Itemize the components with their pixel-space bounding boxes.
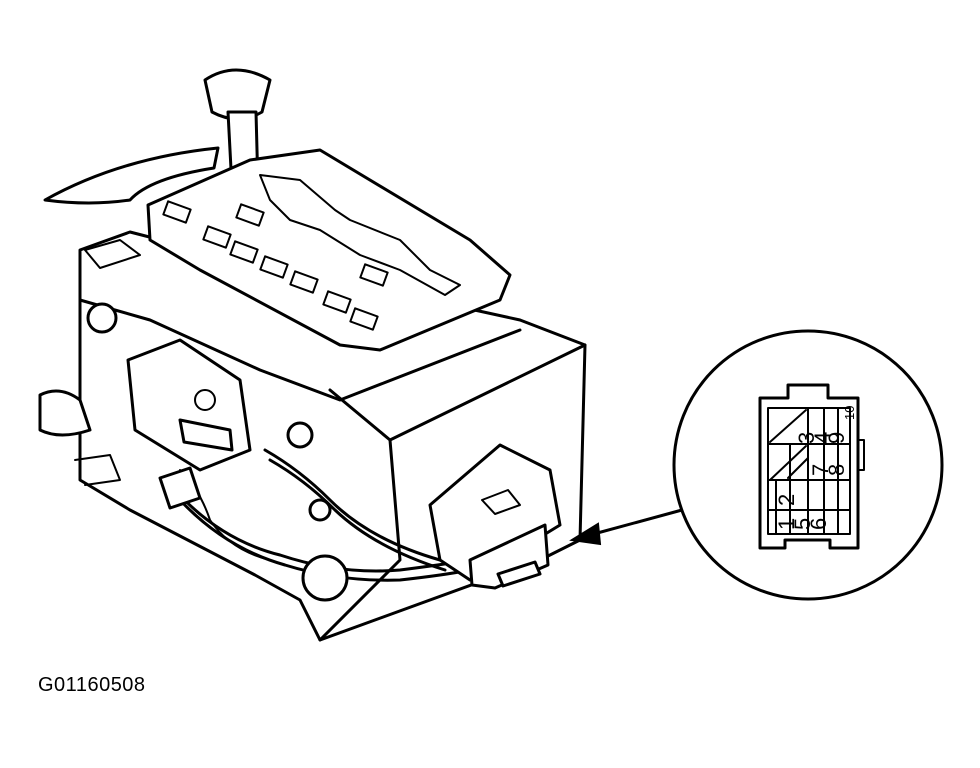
- figure-id-label: G01160508: [38, 674, 146, 696]
- pin-2-label: 2: [774, 494, 799, 506]
- left-mount: [38, 389, 121, 486]
- base-bosses: [286, 421, 349, 602]
- pin-6-label: 6: [806, 518, 831, 530]
- pin-1-label: 1: [774, 518, 799, 530]
- shift-lock-solenoid: [86, 302, 252, 472]
- pointer-arrow: [569, 508, 684, 546]
- indicator-trim: [43, 146, 220, 205]
- pin-4-label: 4: [810, 432, 835, 444]
- pin-3-label: 3: [794, 432, 819, 444]
- pin-10-label: 10: [842, 406, 857, 420]
- pin-8-label: 8: [824, 464, 849, 476]
- connector-bracket: [428, 443, 562, 590]
- connector-detail-callout: 3 4 9 10 7 8 1 2 5 6: [672, 329, 944, 601]
- pin-7-label: 7: [808, 464, 833, 476]
- pin-5-label: 5: [790, 518, 815, 530]
- pin-9-label: 9: [824, 432, 849, 444]
- wire-harness: [158, 448, 472, 582]
- shift-gate-plate: [146, 148, 512, 352]
